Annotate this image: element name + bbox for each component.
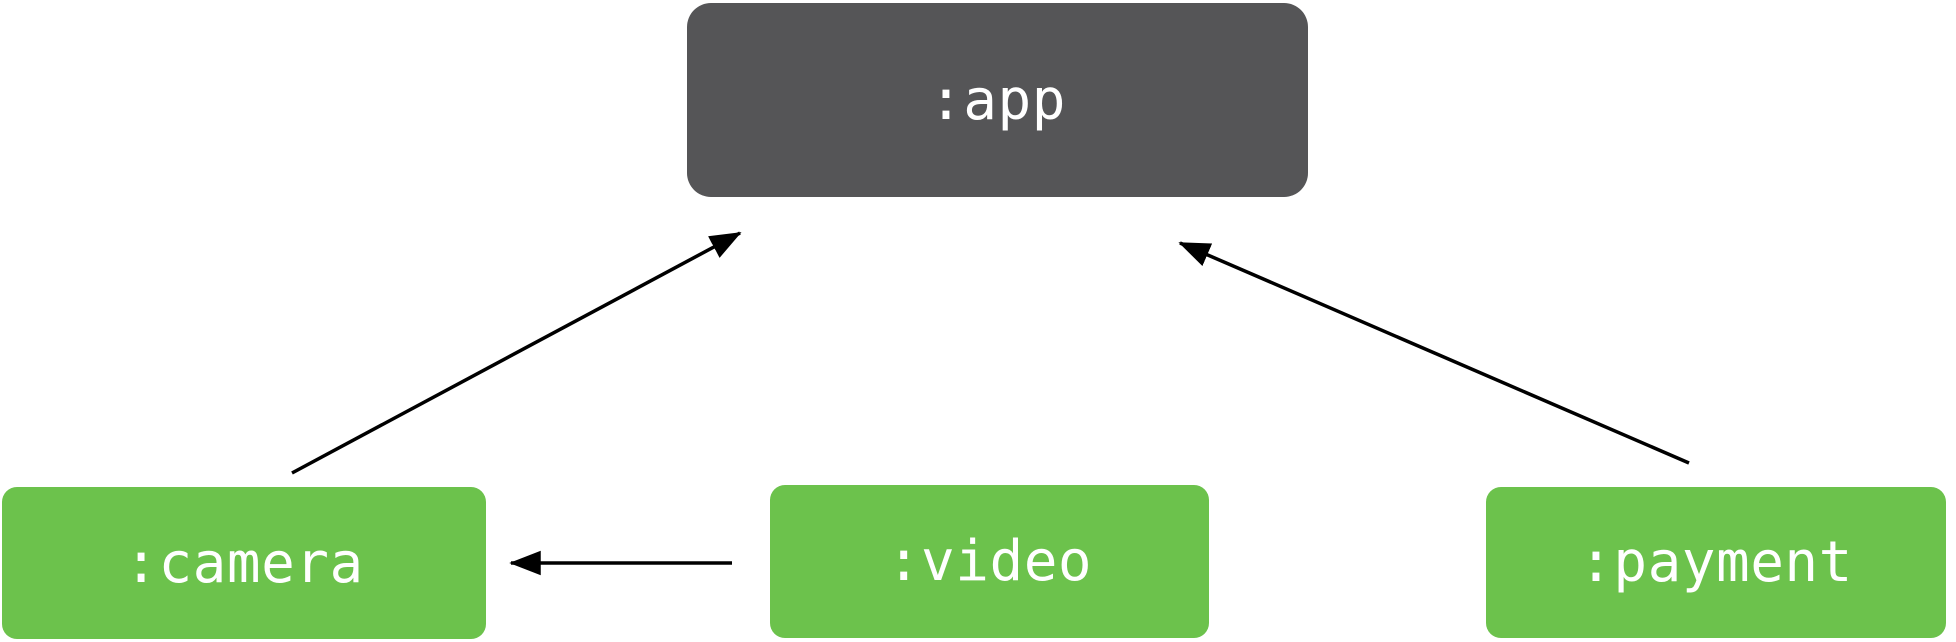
node-payment: :payment: [1486, 487, 1946, 638]
node-app-label: :app: [929, 67, 1066, 133]
node-payment-label: :payment: [1579, 530, 1853, 595]
node-app: :app: [687, 3, 1308, 197]
node-video-label: :video: [886, 529, 1093, 594]
node-camera-label: :camera: [124, 530, 364, 596]
edge-payment-to-app-arrow: [1178, 241, 1690, 465]
node-camera: :camera: [2, 487, 486, 639]
node-video: :video: [770, 485, 1209, 638]
edge-camera-to-app-arrow: [291, 231, 742, 475]
